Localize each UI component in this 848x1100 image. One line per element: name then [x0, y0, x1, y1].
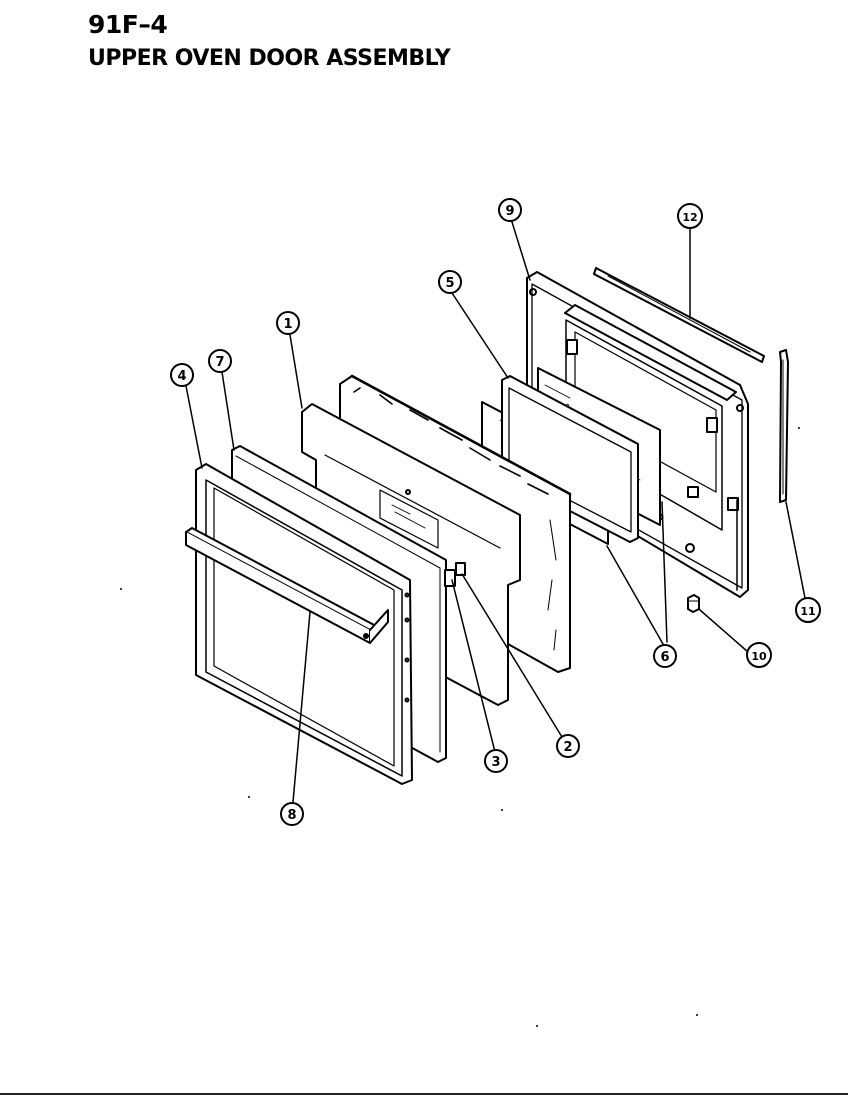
svg-text:6: 6 — [660, 650, 669, 665]
leader-9 — [511, 221, 531, 281]
callout-5: 5 — [438, 270, 462, 294]
leader-1 — [289, 334, 303, 409]
callout-8: 8 — [280, 802, 304, 826]
part-hinge-hardware — [444, 562, 466, 587]
svg-text:11: 11 — [800, 605, 815, 618]
callout-7: 7 — [208, 349, 232, 373]
svg-text:3: 3 — [491, 755, 500, 770]
svg-text:1: 1 — [283, 317, 292, 332]
leader-6a — [606, 545, 664, 645]
svg-text:10: 10 — [751, 650, 767, 663]
part-top-strip — [593, 267, 765, 363]
callout-2: 2 — [556, 734, 580, 758]
leader-lines — [185, 221, 806, 803]
page-bottom-rule — [0, 1093, 848, 1095]
leader-8 — [292, 611, 311, 803]
callout-12: 12 — [677, 203, 703, 229]
svg-text:5: 5 — [445, 276, 454, 291]
svg-text:12: 12 — [682, 211, 697, 224]
callout-9: 9 — [498, 198, 522, 222]
leader-6b — [661, 501, 668, 643]
leader-4 — [185, 385, 203, 469]
part-handle — [185, 527, 389, 644]
part-clip — [687, 594, 700, 613]
leader-3 — [451, 579, 496, 753]
leader-11 — [785, 501, 806, 599]
callout-11: 11 — [795, 597, 821, 623]
leader-2 — [461, 573, 563, 738]
svg-text:2: 2 — [563, 740, 572, 755]
leader-10 — [699, 609, 749, 653]
scan-specks — [120, 427, 800, 1027]
svg-text:7: 7 — [215, 355, 224, 370]
callout-4: 4 — [170, 363, 194, 387]
part-side-strip — [779, 349, 789, 503]
svg-text:4: 4 — [177, 369, 186, 384]
diagram-title: UPPER OVEN DOOR ASSEMBLY — [88, 46, 451, 71]
callout-10: 10 — [746, 642, 772, 668]
leader-7 — [221, 371, 235, 451]
svg-text:9: 9 — [505, 204, 514, 219]
callout-6: 6 — [653, 644, 677, 668]
leader-5 — [451, 292, 509, 379]
diagram-code: 91F–4 — [88, 10, 168, 39]
svg-text:8: 8 — [287, 808, 296, 823]
callout-3: 3 — [484, 749, 508, 773]
part-door-frame — [195, 463, 413, 785]
callout-1: 1 — [276, 311, 300, 335]
